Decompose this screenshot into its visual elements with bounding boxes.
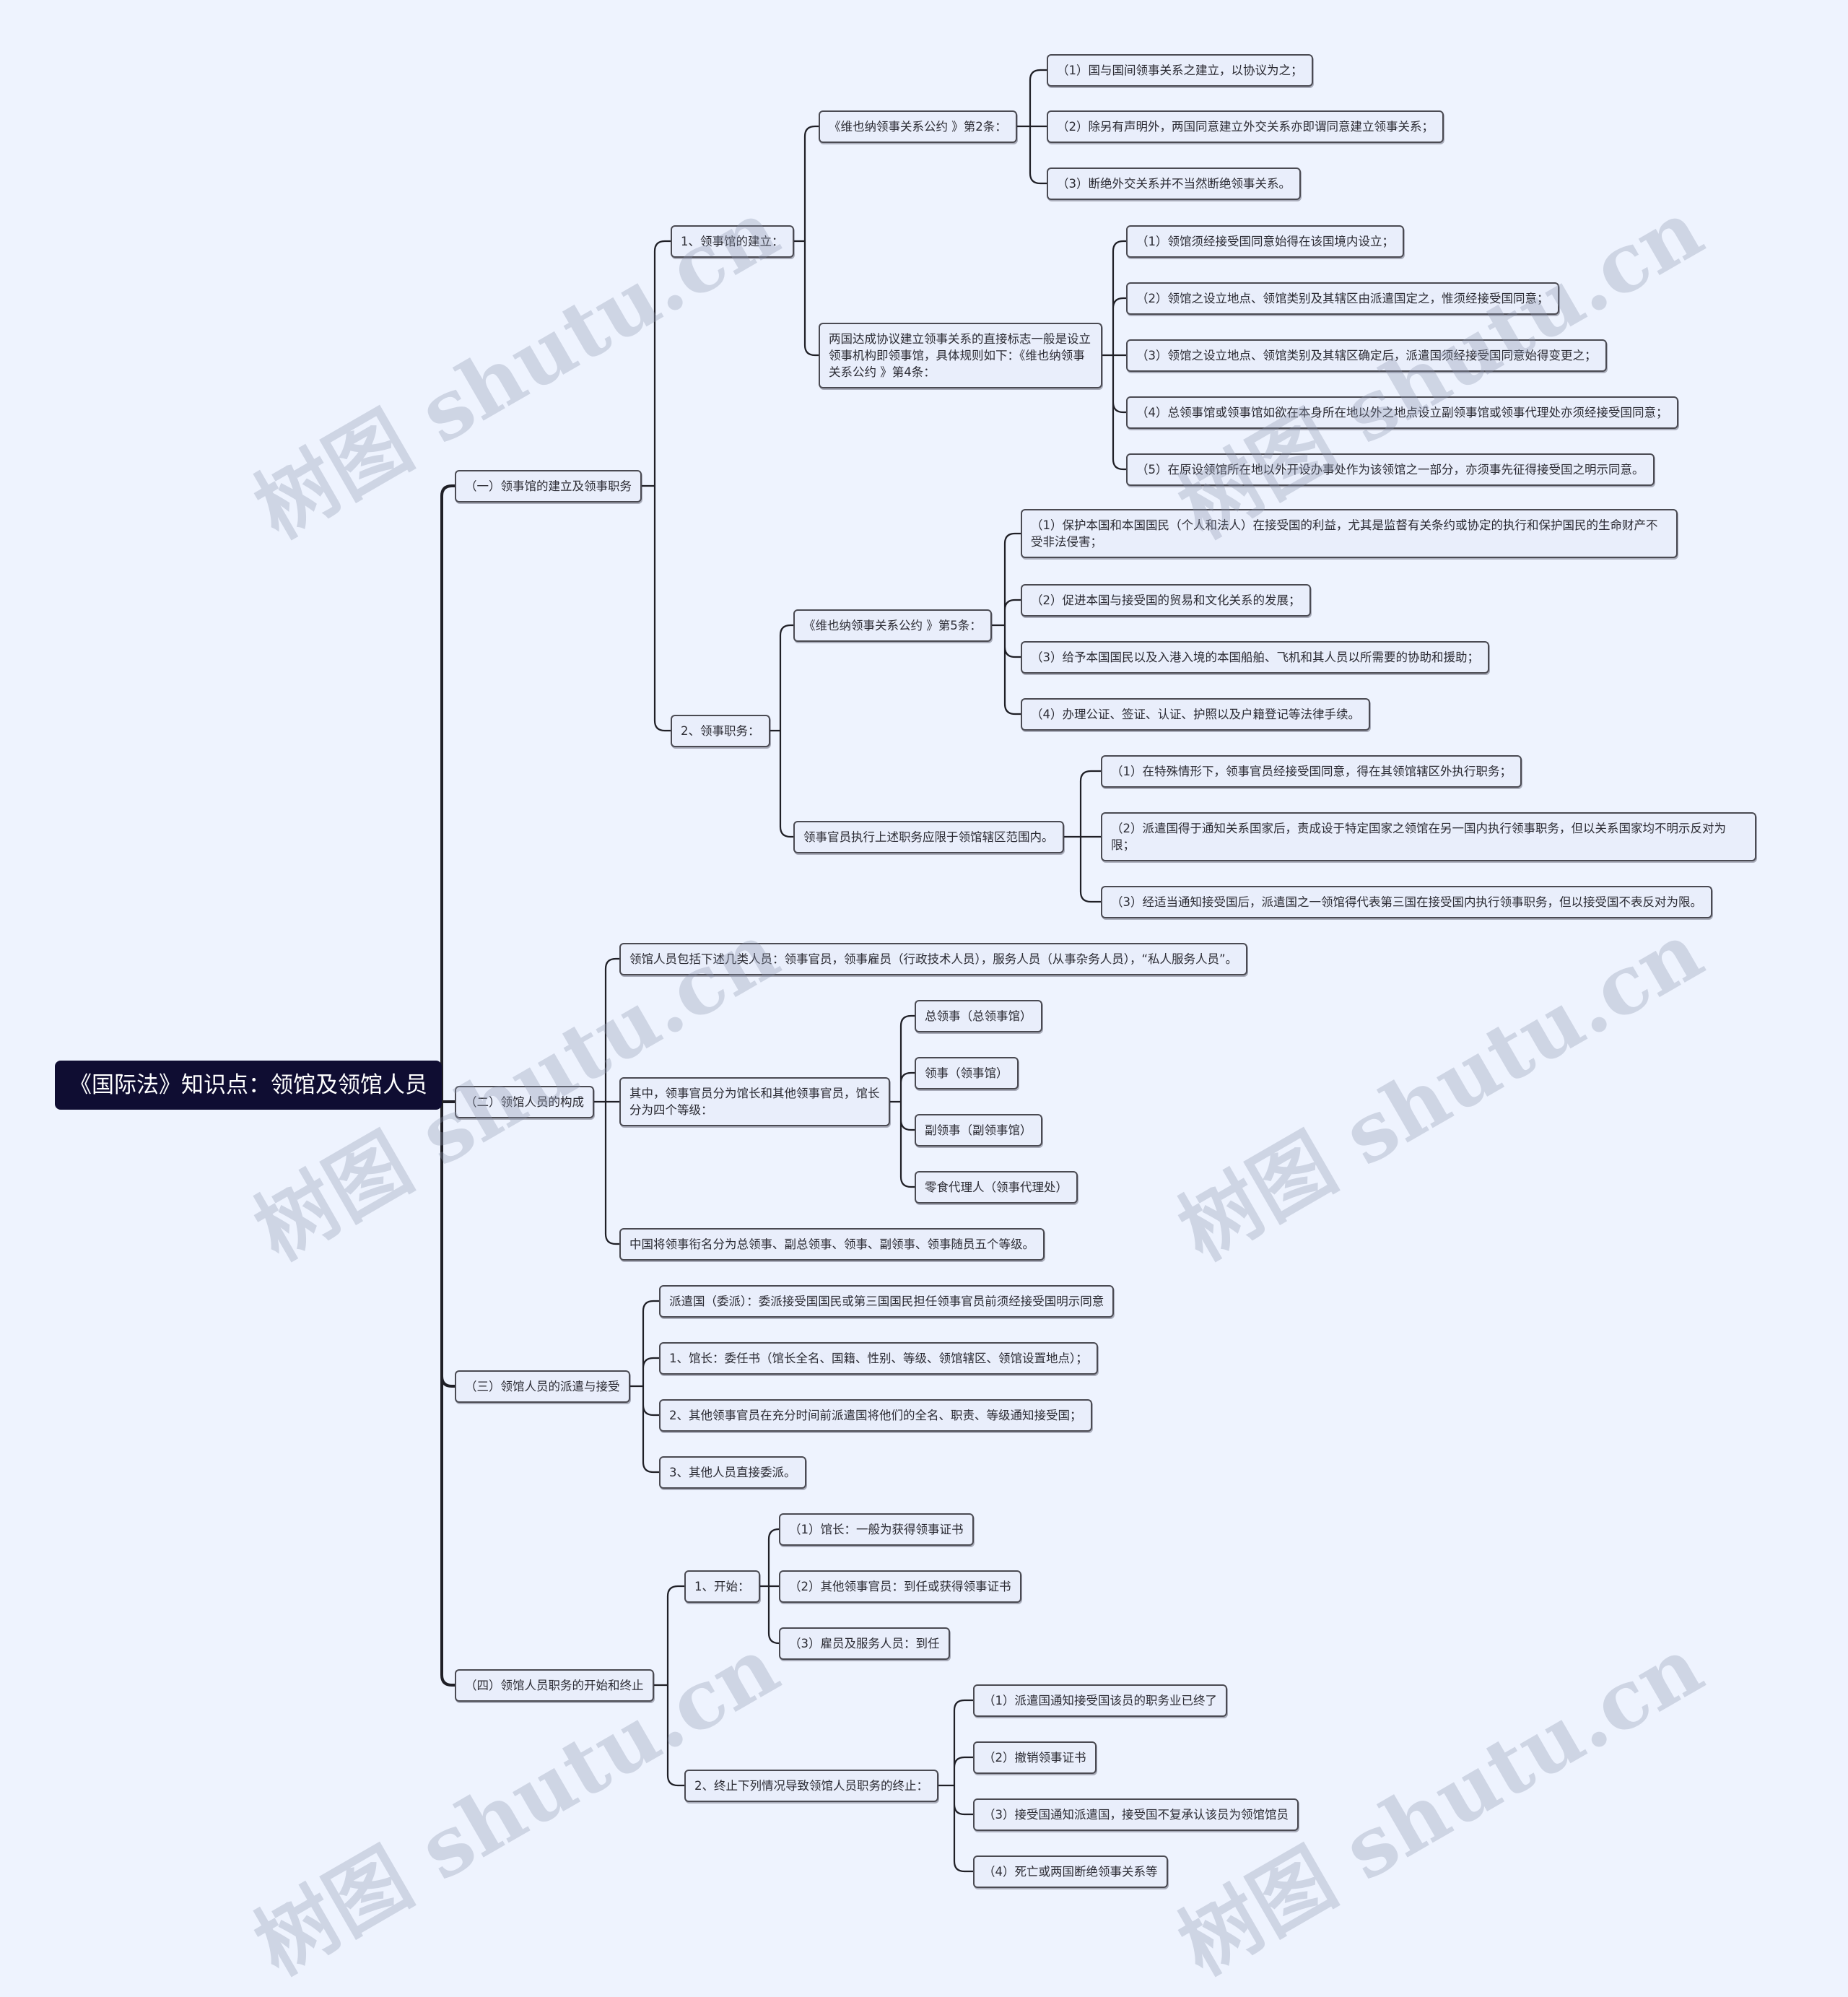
topic-jurisdiction-limit[interactable]: 领事官员执行上述职务应限于领馆辖区范围内。	[793, 821, 1064, 853]
leaf-china-ranks[interactable]: 中国将领事衔名分为总领事、副总领事、领事、副领事、领事随员五个等级。	[619, 1228, 1045, 1261]
leaf-jurisdiction-item[interactable]: （2）派遣国得于通知关系国家后，责成设于特定国家之领馆在另一国内执行领事职务，但…	[1101, 812, 1756, 861]
leaf-commencement-item[interactable]: （3）雇员及服务人员：到任	[779, 1627, 950, 1660]
leaf-article4-item[interactable]: （3）领馆之设立地点、领馆类别及其辖区确定后，派遣国须经接受国同意始得变更之；	[1126, 339, 1607, 372]
leaf-jurisdiction-item[interactable]: （1）在特殊情形下，领事官员经接受国同意，得在其领馆辖区外执行职务；	[1101, 755, 1522, 788]
leaf-termination-item[interactable]: （4）死亡或两国断绝领事关系等	[973, 1855, 1168, 1888]
mind-map-canvas: 《国际法》知识点：领馆及领馆人员 （一）领事馆的建立及领事职务 1、领事馆的建立…	[55, 54, 1756, 1993]
connector-n-b4	[653, 1585, 686, 1787]
leaf-article2-item[interactable]: （3）断绝外交关系并不当然断绝领事关系。	[1047, 167, 1301, 200]
leaf-appointment-item[interactable]: 派遣国（委派）：委派接受国国民或第三国国民担任领事官员前须经接受国明示同意	[659, 1285, 1115, 1318]
leaf-termination-item[interactable]: （3）接受国通知派遣国，接受国不复承认该员为领馆馆员	[973, 1798, 1299, 1831]
leaf-rank[interactable]: 副领事（副领事馆）	[915, 1114, 1042, 1147]
branch-consulate-establishment-and-functions[interactable]: （一）领事馆的建立及领事职务	[455, 470, 642, 502]
leaf-appointment-item[interactable]: 1、馆长：委任书（馆长全名、国籍、性别、等级、领馆辖区、领馆设置地点）；	[659, 1342, 1098, 1375]
connector-n-b4-2	[937, 1699, 975, 1873]
connector-lines	[440, 69, 1128, 1873]
topic-consulate-establishment[interactable]: 1、领事馆的建立：	[671, 225, 794, 258]
root-topic[interactable]: 《国际法》知识点：领馆及领馆人员	[55, 1061, 442, 1110]
topic-termination[interactable]: 2、终止下列情况导致领馆人员职务的终止：	[684, 1770, 938, 1802]
connector-n-b1-1	[793, 125, 820, 357]
leaf-article4-item[interactable]: （5）在原设领馆所在地以外开设办事处作为该领馆之一部分，亦须事先征得接受国之明示…	[1126, 453, 1655, 486]
connector-n-b2	[593, 957, 621, 1245]
connector-n-b4-1	[759, 1528, 780, 1645]
topic-head-of-post-ranks[interactable]: 其中，领事官员分为馆长和其他领事官员，馆长分为四个等级：	[619, 1077, 890, 1126]
branch-consular-staff-composition[interactable]: （二）领馆人员的构成	[455, 1086, 594, 1118]
leaf-termination-item[interactable]: （2）撤销领事证书	[973, 1741, 1097, 1774]
topic-commencement[interactable]: 1、开始：	[684, 1570, 760, 1603]
connector-n-b2-1	[889, 1014, 916, 1188]
topic-convention-article-5[interactable]: 《维也纳领事关系公约 》第5条：	[793, 609, 992, 642]
leaf-article2-item[interactable]: （1）国与国间领事关系之建立，以协议为之；	[1047, 54, 1313, 87]
leaf-article5-item[interactable]: （1）保护本国和本国国民（个人和法人）在接受国的利益，尤其是监督有关条约或协定的…	[1021, 509, 1678, 558]
leaf-article5-item[interactable]: （2）促进本国与接受国的贸易和文化关系的发展；	[1021, 584, 1311, 617]
leaf-commencement-item[interactable]: （1）馆长：一般为获得领事证书	[779, 1513, 974, 1546]
leaf-article5-item[interactable]: （3）给予本国国民以及入港入境的本国船舶、飞机和其人员以所需要的协助和援助；	[1021, 641, 1489, 674]
connector-n-b1-2-2	[1063, 770, 1102, 903]
leaf-termination-item[interactable]: （1）派遣国通知接受国该员的职务业已终了	[973, 1684, 1227, 1717]
leaf-rank[interactable]: 零食代理人（领事代理处）	[915, 1171, 1078, 1204]
topic-consular-functions[interactable]: 2、领事职务：	[671, 715, 770, 747]
connector-n-b1-2	[769, 624, 795, 838]
branch-commencement-and-termination[interactable]: （四）领馆人员职务的开始和终止	[455, 1669, 654, 1702]
leaf-appointment-item[interactable]: 2、其他领事官员在充分时间前派遣国将他们的全名、职责、等级通知接受国；	[659, 1399, 1092, 1432]
leaf-commencement-item[interactable]: （2）其他领事官员：到任或获得领事证书	[779, 1570, 1021, 1603]
connector-n-b3	[629, 1300, 661, 1474]
leaf-article4-item[interactable]: （2）领馆之设立地点、领馆类别及其辖区由派遣国定之，惟须经接受国同意；	[1126, 282, 1559, 315]
connector-n-b1-1-1	[1016, 69, 1048, 185]
branch-appointment-and-admission[interactable]: （三）领馆人员的派遣与接受	[455, 1370, 630, 1403]
topic-convention-article-2[interactable]: 《维也纳领事关系公约 》第2条：	[819, 110, 1017, 143]
leaf-jurisdiction-item[interactable]: （3）经适当通知接受国后，派遣国之一领馆得代表第三国在接受国内执行领事职务，但以…	[1101, 886, 1712, 918]
leaf-article4-item[interactable]: （4）总领事馆或领事馆如欲在本身所在地以外之地点设立副领事馆或领事代理处亦须经接…	[1126, 396, 1678, 429]
connector-n-b1-2-1	[990, 532, 1022, 715]
leaf-article4-item[interactable]: （1）领馆须经接受国同意始得在该国境内设立；	[1126, 225, 1404, 258]
topic-convention-article-4[interactable]: 两国达成协议建立领事关系的直接标志一般是设立领事机构即领事馆，具体规则如下：《维…	[819, 323, 1102, 388]
leaf-rank[interactable]: 领事（领事馆）	[915, 1057, 1019, 1089]
leaf-appointment-item[interactable]: 3、其他人员直接委派。	[659, 1456, 806, 1489]
leaf-rank[interactable]: 总领事（总领事馆）	[915, 1000, 1042, 1032]
leaf-article2-item[interactable]: （2）除另有声明外，两国同意建立外交关系亦即谓同意建立领事关系；	[1047, 110, 1444, 143]
leaf-staff-categories[interactable]: 领馆人员包括下述几类人员：领事官员，领事雇员（行政技术人员），服务人员（从事杂务…	[619, 943, 1248, 975]
leaf-article5-item[interactable]: （4）办理公证、签证、认证、护照以及户籍登记等法律手续。	[1021, 698, 1370, 731]
connector-n-root	[440, 484, 456, 1687]
connector-n-b1	[640, 240, 672, 732]
connector-n-b1-1-2	[1101, 240, 1128, 471]
